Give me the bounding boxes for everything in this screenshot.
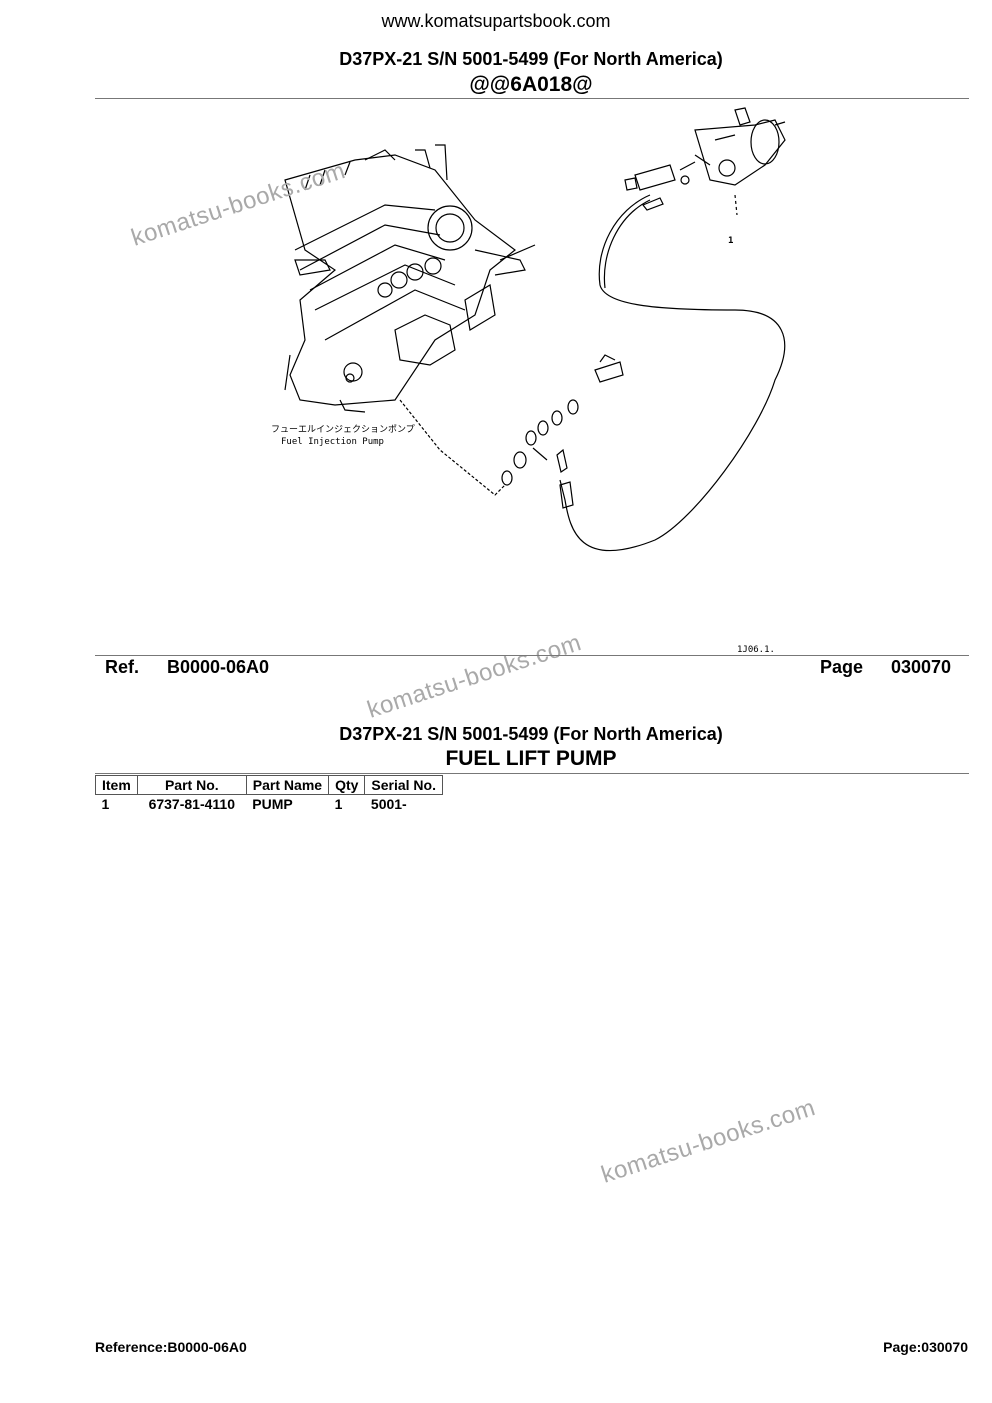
section-model-title: D37PX-21 S/N 5001-5499 (For North Americ… <box>339 724 723 744</box>
site-url[interactable]: www.komatsupartsbook.com <box>381 11 611 31</box>
engine-block <box>284 144 536 413</box>
diagram-label-jp: フューエルインジェクションポンプ <box>271 424 415 435</box>
table-header-row: Item Part No. Part Name Qty Serial No. <box>95 775 443 795</box>
column-header-serial-no: Serial No. <box>364 775 443 795</box>
page-value: 030070 <box>891 657 952 677</box>
column-header-item: Item <box>95 775 138 795</box>
watermark: komatsu-books.com <box>598 1094 819 1189</box>
diagram-stamp: 1J06.1. <box>737 645 775 655</box>
ref-value: B0000-06A0 <box>167 657 270 677</box>
column-header-qty: Qty <box>328 775 366 795</box>
section-divider <box>95 773 969 774</box>
ref-label: Ref. <box>105 657 140 677</box>
cell-qty: 1 <box>334 796 343 812</box>
reference-divider <box>95 655 969 656</box>
lift-pump <box>624 107 786 216</box>
cell-part-no: 6737-81-4110 <box>148 796 235 812</box>
table-row[interactable]: 1 6737-81-4110 PUMP 1 5001- <box>96 795 443 814</box>
group-title: FUEL LIFT PUMP <box>445 747 617 770</box>
parts-diagram: 1 フューエルインジェクションポンプ Fuel Injection Pump 1… <box>271 107 786 655</box>
header-divider <box>95 98 969 99</box>
callout-1: 1 <box>728 236 733 246</box>
illustration-code: @@6A018@ <box>469 73 593 96</box>
cell-part-name: PUMP <box>252 796 293 812</box>
page-label: Page <box>820 657 864 677</box>
fuel-line <box>559 194 786 552</box>
diagram-label-en: Fuel Injection Pump <box>281 437 384 447</box>
model-title: D37PX-21 S/N 5001-5499 (For North Americ… <box>339 49 723 69</box>
column-header-part-no: Part No. <box>136 775 247 795</box>
parts-table: Item Part No. Part Name Qty Serial No. 1… <box>95 775 443 813</box>
fitting-parts <box>501 354 624 509</box>
cell-item: 1 <box>101 796 110 812</box>
footer-page: Page:030070 <box>883 1339 968 1355</box>
cell-serial-no: 5001- <box>370 796 407 812</box>
column-header-part-name: Part Name <box>245 775 330 795</box>
leader-line <box>399 399 506 496</box>
footer-reference: Reference:B0000-06A0 <box>95 1339 247 1355</box>
